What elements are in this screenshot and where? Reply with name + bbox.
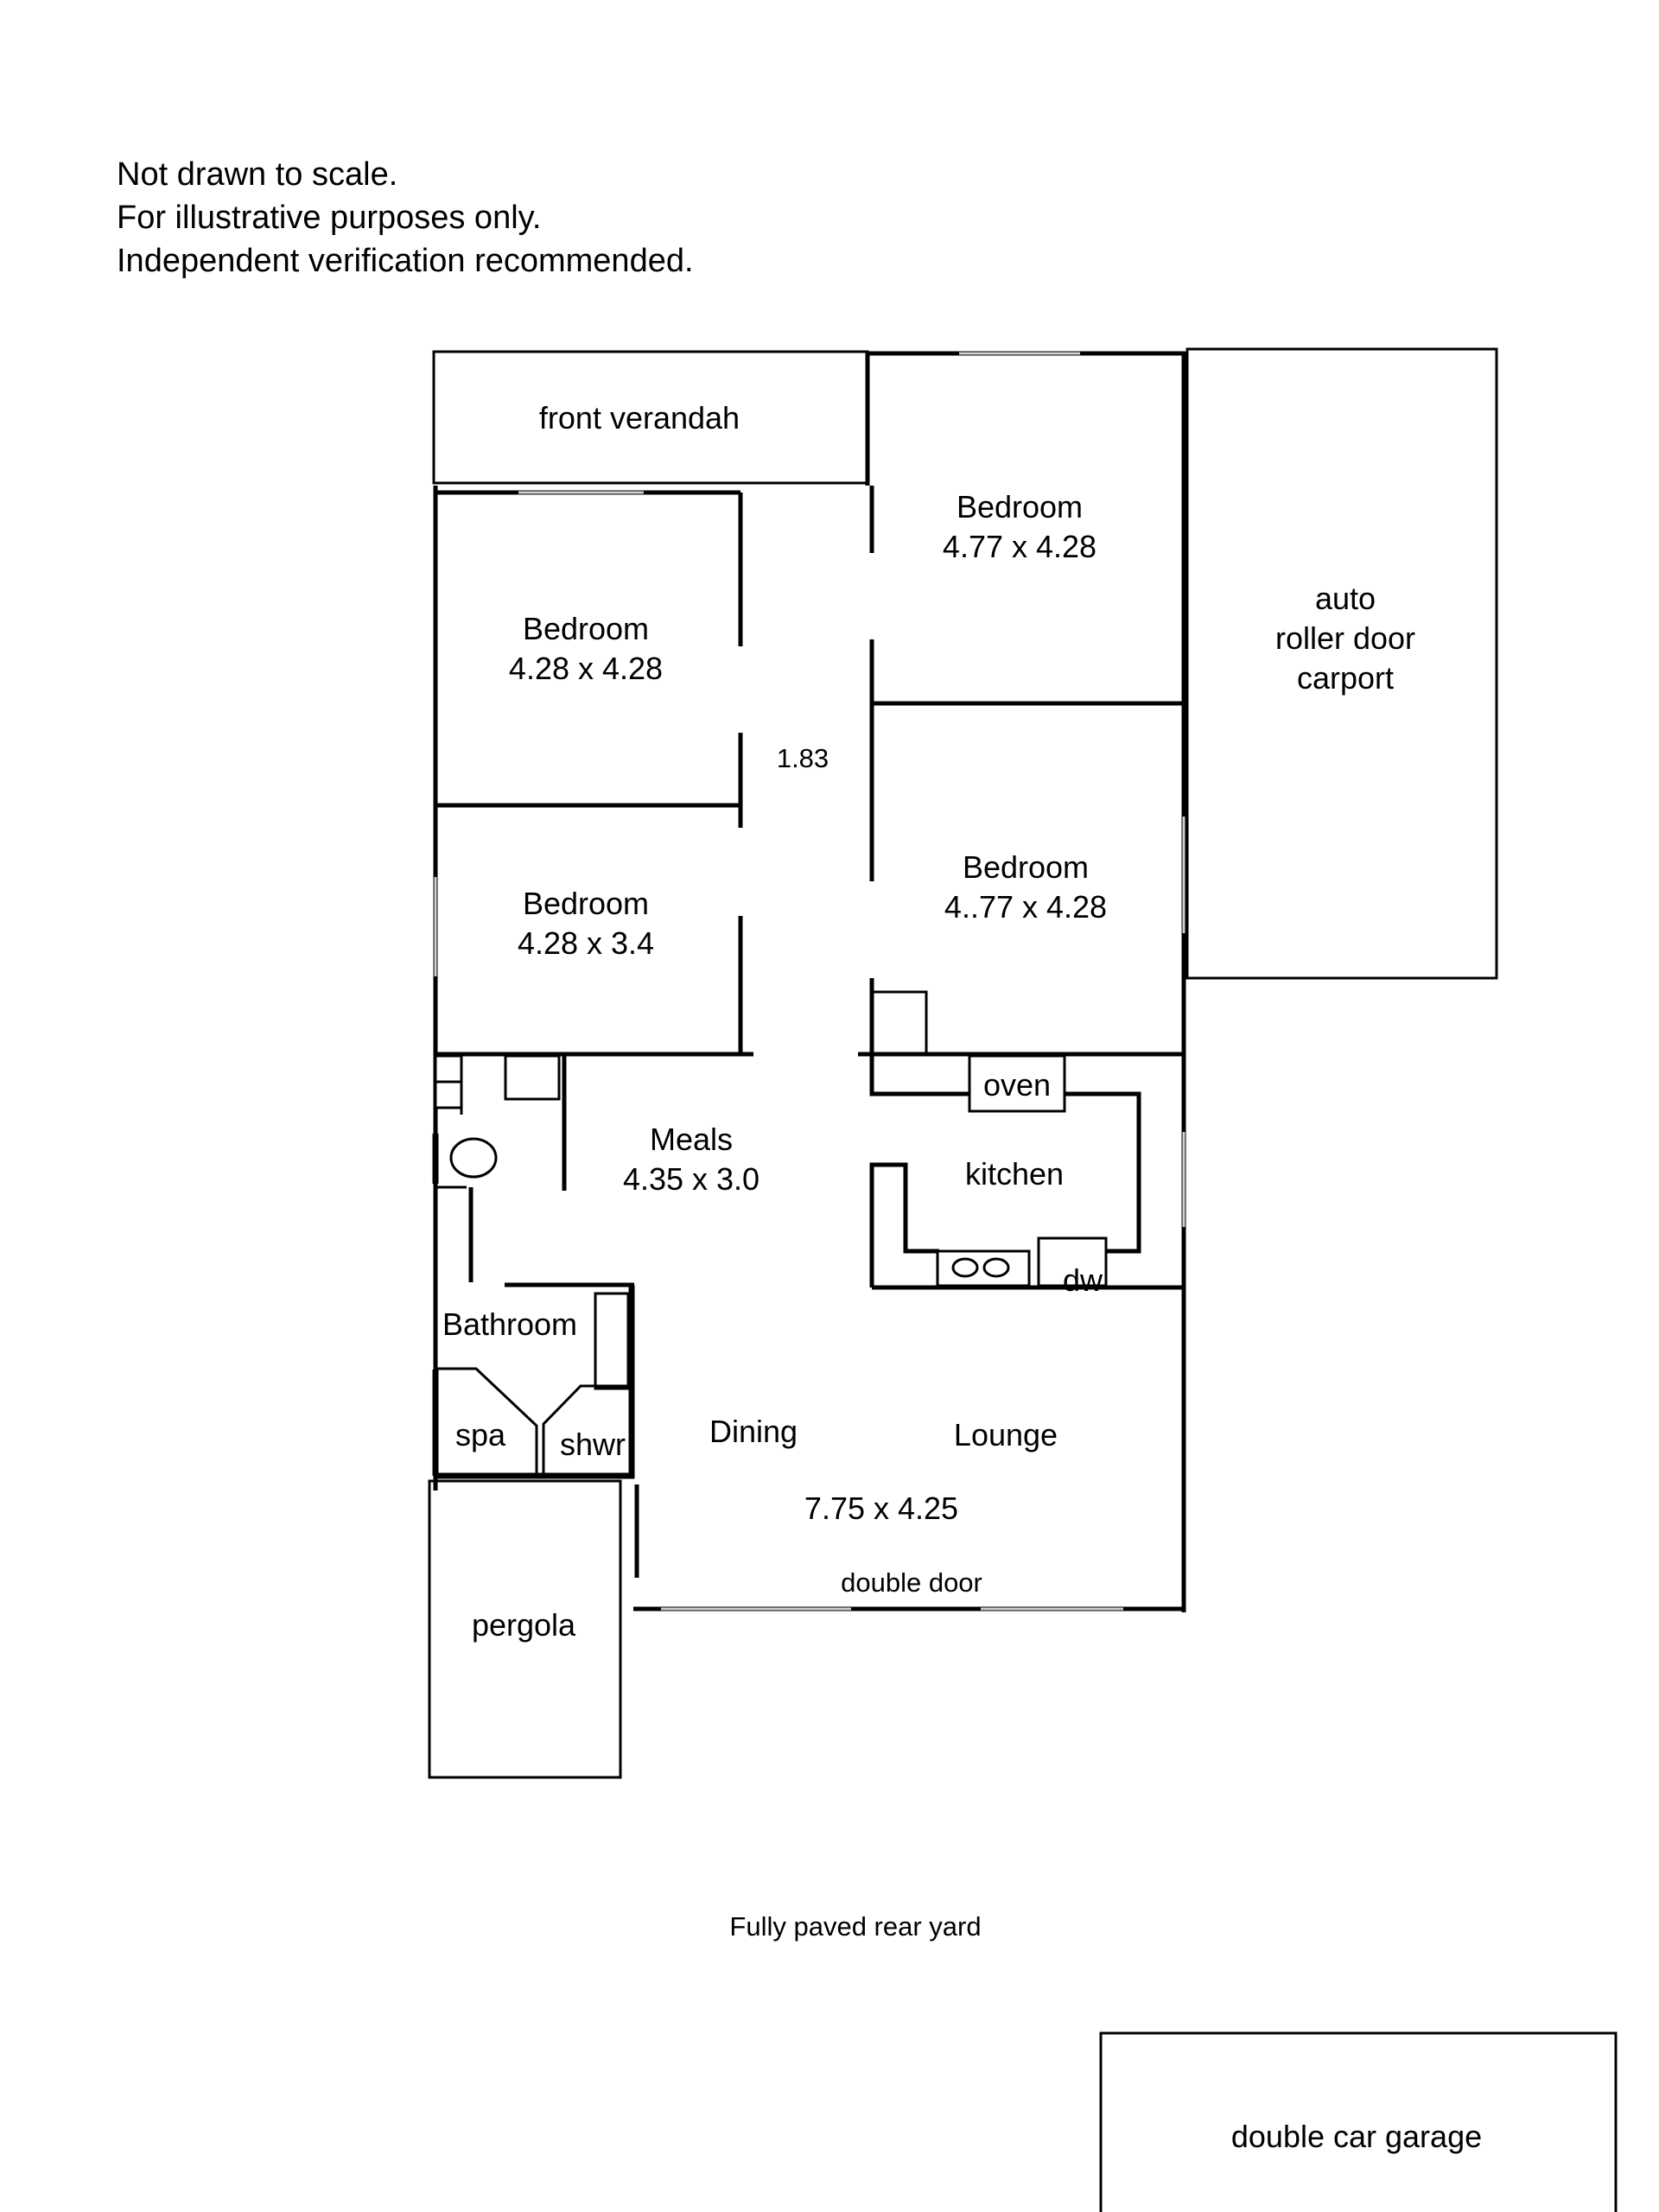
bedroom-sw-size: 4.28 x 3.4 (518, 925, 654, 961)
disclaimer: Not drawn to scale. For illustrative pur… (117, 156, 694, 279)
shower-label: shwr (560, 1427, 626, 1462)
dishwasher-box (1037, 1236, 1108, 1287)
bathroom-label: Bathroom (442, 1306, 577, 1342)
dining-label: Dining (709, 1414, 798, 1449)
hotplate-icon (951, 1257, 979, 1278)
carport-outline (1185, 347, 1498, 980)
double-door-label: double door (841, 1567, 982, 1598)
bedroom-nw-size: 4.28 x 4.28 (509, 651, 663, 686)
carport-label-line-1: auto (1315, 581, 1376, 616)
garage-label: double car garage (1231, 2119, 1482, 2154)
dishwasher-label: dw (1063, 1262, 1103, 1298)
oven-label: oven (983, 1067, 1051, 1103)
spa-label: spa (455, 1417, 506, 1452)
hall-width-label: 1.83 (777, 743, 829, 773)
kitchen-bench (1065, 1091, 1141, 1254)
kitchen-island (869, 1162, 939, 1287)
bedroom-se-size: 4..77 x 4.28 (944, 889, 1107, 925)
pergola-label: pergola (472, 1607, 576, 1643)
disclaimer-line-1: Not drawn to scale. (117, 156, 397, 193)
vanity (594, 1292, 630, 1390)
oven-box (968, 1054, 1066, 1113)
bedroom-ne-label: Bedroom (957, 489, 1083, 524)
meals-label: Meals (650, 1122, 733, 1157)
shower-outline (542, 1384, 630, 1474)
kitchen-bench (869, 1056, 969, 1096)
pergola: pergola (428, 1479, 622, 1779)
laundry-cabinet (434, 1080, 463, 1109)
kitchen-label: kitchen (965, 1156, 1064, 1192)
laundry-cabinet (434, 1054, 463, 1084)
bedroom-ne-size: 4.77 x 4.28 (943, 529, 1096, 564)
disclaimer-line-3: Independent verification recommended. (117, 243, 694, 279)
wardrobe (872, 990, 928, 1054)
rear-yard-label: Fully paved rear yard (729, 1911, 981, 1942)
bedroom-se-label: Bedroom (963, 849, 1089, 885)
carport: auto roller door carport (1185, 347, 1498, 980)
pergola-outline (428, 1479, 622, 1779)
living-size: 7.75 x 4.25 (804, 1491, 958, 1526)
lounge-label: Lounge (954, 1417, 1058, 1452)
meals-size: 4.35 x 3.0 (623, 1161, 760, 1197)
front-verandah: front verandah (432, 350, 870, 486)
house-walls (432, 351, 1186, 1612)
bedroom-sw-label: Bedroom (523, 886, 649, 921)
room-labels: Bedroom 4.77 x 4.28 Bedroom 4.28 x 4.28 … (442, 489, 1107, 1598)
bedroom-nw-label: Bedroom (523, 611, 649, 646)
spa-outline (435, 1367, 538, 1474)
toilet-icon (449, 1137, 498, 1179)
front-verandah-label: front verandah (539, 400, 740, 435)
garage-outline (1099, 2031, 1618, 2212)
laundry-tub (504, 1054, 561, 1101)
hotplate-icon (982, 1257, 1010, 1278)
garage: double car garage (1099, 2031, 1618, 2212)
carport-label-line-3: carport (1297, 660, 1394, 696)
carport-label-line-2: roller door (1275, 620, 1415, 656)
disclaimer-line-2: For illustrative purposes only. (117, 200, 541, 236)
